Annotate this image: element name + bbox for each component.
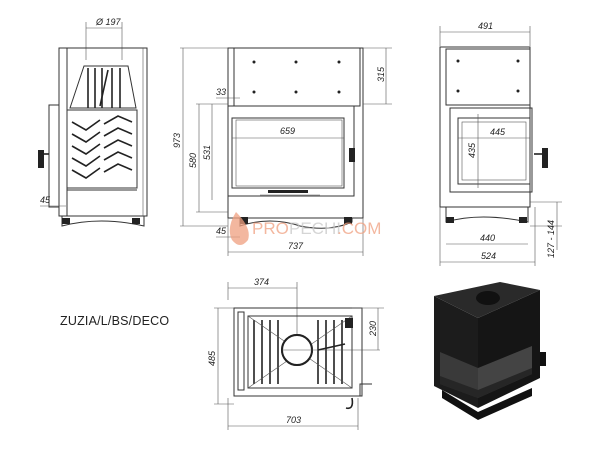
dim-flue-depth: 230	[368, 321, 378, 337]
dim-bottom-offset: 45	[216, 226, 227, 236]
side-view: Ø 197 45	[38, 17, 148, 227]
dim-top-width: 703	[286, 415, 301, 425]
top-view: 374 230 485 703	[207, 277, 384, 430]
dim-top-depth: 485	[207, 350, 217, 366]
front-view: 973 580 531 33 315 659 45 737	[172, 47, 392, 256]
dim-top-offset: 33	[216, 87, 226, 97]
dim-right-glass-height: 435	[467, 142, 477, 158]
watermark-text-middle: PECHI	[289, 219, 341, 238]
watermark-text-suffix: .COM	[337, 219, 381, 238]
dim-leg-height-range: 127 - 144	[546, 220, 556, 258]
dim-flue-offset: 374	[254, 277, 269, 287]
dim-body-height: 580	[188, 153, 198, 168]
dim-glass-width: 659	[280, 126, 295, 136]
dim-total-height: 973	[172, 133, 182, 148]
right-view: 491 435 445 440 524 127 - 144	[439, 21, 562, 266]
model-title: ZUZIA/L/BS/DECO	[60, 314, 170, 328]
dim-flue-diameter: Ø 197	[95, 17, 122, 27]
fireplace-3d-render	[434, 282, 546, 420]
dim-side-door-offset: 45	[40, 195, 51, 205]
dim-right-glass-width: 445	[490, 127, 506, 137]
watermark: PRO PECHI .COM	[229, 212, 381, 245]
dim-right-total-width: 524	[481, 251, 496, 261]
watermark-text-prefix: PRO	[252, 219, 289, 238]
dim-glass-height: 531	[202, 145, 212, 160]
dim-right-base-width: 440	[480, 233, 495, 243]
dim-total-width: 737	[288, 241, 304, 251]
dim-upper-height: 315	[376, 66, 386, 82]
dim-right-top-width: 491	[478, 21, 493, 31]
